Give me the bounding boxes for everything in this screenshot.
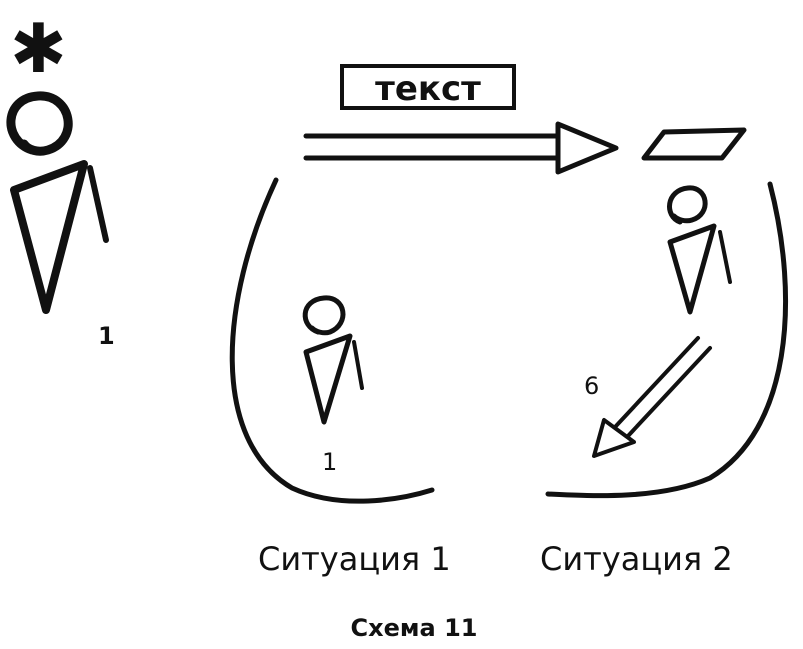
text-arrow [303, 121, 619, 175]
transfer-arrow [592, 336, 712, 458]
situation1-boundary [229, 177, 435, 504]
situation1-figure-label: 1 [322, 448, 337, 476]
figure-caption: Схема 11 [351, 614, 478, 642]
situation2-boundary [545, 181, 789, 499]
sheet-shape [641, 127, 747, 161]
situation2-figure [667, 185, 732, 315]
text-box [340, 64, 516, 110]
transfer-arrow-label: 6 [584, 372, 599, 400]
text-box-label: текст [375, 69, 481, 109]
asterisk-icon: ✱ [10, 10, 67, 89]
situation1-figure [302, 295, 364, 425]
situation2-caption: Ситуация 2 [540, 540, 733, 578]
situation1-caption: Ситуация 1 [258, 540, 451, 578]
observer-label: 1 [98, 322, 115, 350]
observer-figure [6, 91, 109, 314]
